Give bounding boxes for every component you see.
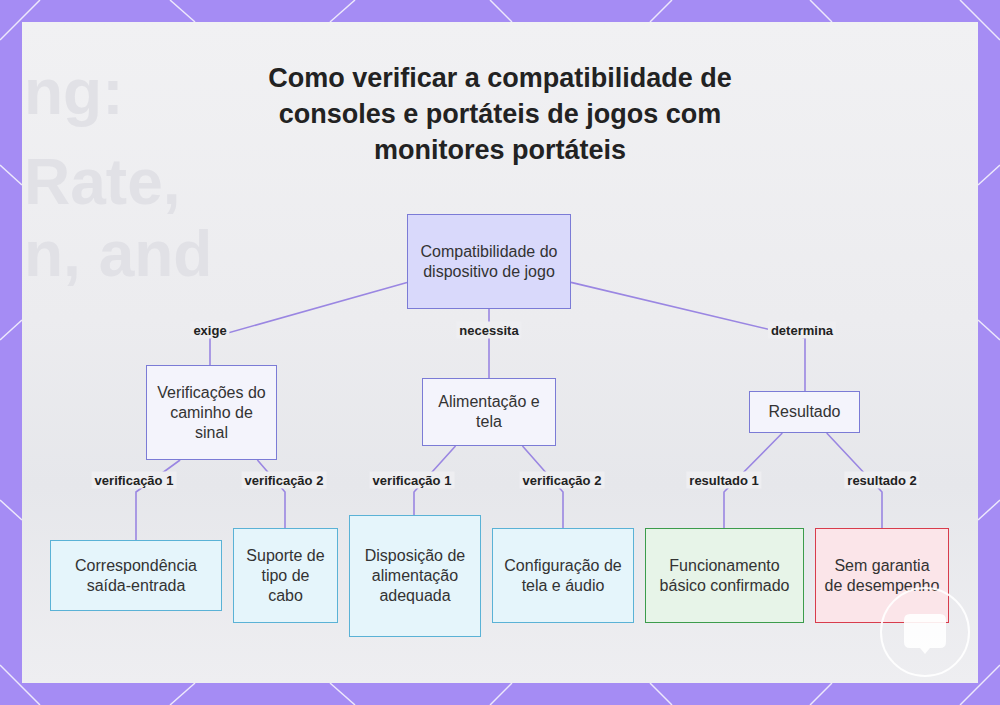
node-text: Sem garantia de desempenho: [824, 556, 940, 596]
process-box: Correspondência saída-entrada: [50, 540, 222, 611]
diagram-title: Como verificar a compatibilidade de cons…: [220, 60, 780, 168]
edge-label: resultado 2: [844, 472, 919, 489]
watermark-text: n, and: [24, 222, 212, 286]
process-box: Verificações do caminho de sinal: [146, 365, 277, 460]
process-box: Configuração de tela e áudio: [492, 528, 634, 623]
process-box: Funcionamento básico confirmado: [645, 528, 804, 623]
edge-label: exige: [190, 322, 229, 339]
edge-label: verificação 2: [520, 472, 605, 489]
node-text: Compatibilidade do dispositivo de jogo: [416, 242, 562, 282]
root-box: Compatibilidade do dispositivo de jogo: [407, 214, 571, 309]
node-text: Verificações do caminho de sinal: [155, 383, 268, 443]
watermark-text: Rate,: [24, 150, 181, 214]
edge-label: verificação 1: [370, 472, 455, 489]
edge-label: verificação 2: [242, 472, 327, 489]
node-text: Funcionamento básico confirmado: [654, 556, 795, 596]
process-box: Resultado: [749, 391, 860, 433]
connector-line: [488, 309, 490, 378]
edge-label: resultado 1: [686, 472, 761, 489]
corner-badge: [878, 584, 978, 684]
node-text: Disposição de alimentação adequada: [358, 546, 472, 606]
process-box: Alimentação e tela: [422, 378, 556, 446]
edge-label: determina: [768, 322, 836, 339]
edge-label: necessita: [456, 322, 521, 339]
process-box: Suporte de tipo de cabo: [233, 528, 338, 623]
node-text: Alimentação e tela: [431, 392, 547, 432]
node-text: Configuração de tela e áudio: [501, 556, 625, 596]
process-box: Sem garantia de desempenho: [815, 528, 949, 623]
node-text: Correspondência saída-entrada: [59, 556, 213, 596]
node-text: Resultado: [768, 402, 840, 422]
edge-label: verificação 1: [92, 472, 177, 489]
watermark-text: ng:: [24, 60, 124, 124]
process-box: Disposição de alimentação adequada: [349, 515, 481, 637]
node-text: Suporte de tipo de cabo: [242, 546, 329, 606]
connector-line: [210, 282, 407, 365]
connector-line: [257, 460, 285, 528]
